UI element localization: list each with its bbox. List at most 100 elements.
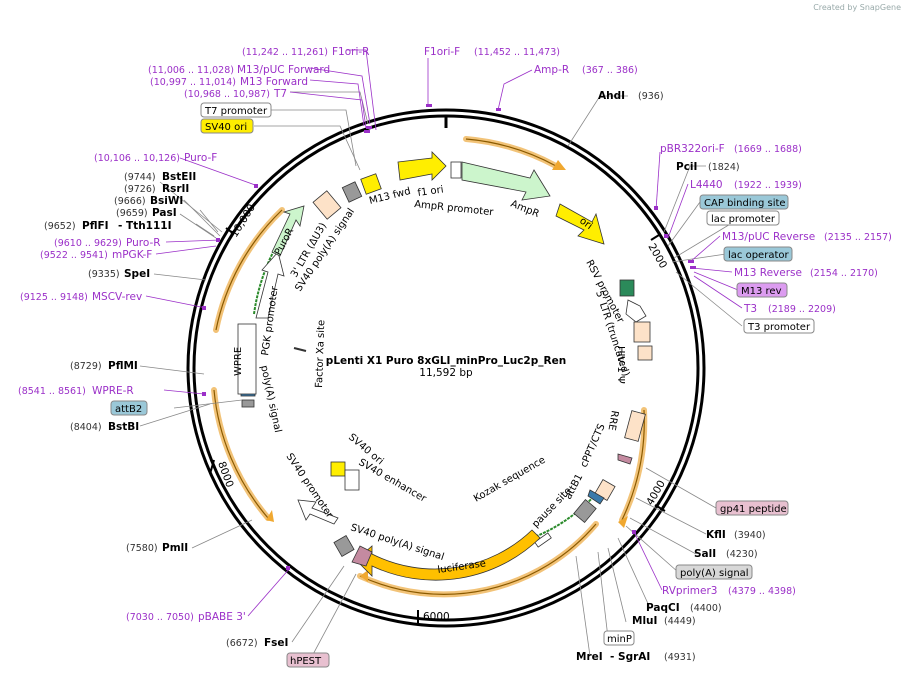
- primer-m13puc-rev: M13/pUC Reverse: [722, 231, 815, 243]
- gp41-peptide-marker: [617, 453, 633, 465]
- rre-box: [624, 410, 646, 442]
- box-minp: [603, 630, 635, 646]
- site-bstbi-pos: (8404): [70, 422, 102, 433]
- box-t3-promoter: [743, 318, 815, 334]
- primer-m13-fwd: M13 Forward: [240, 76, 308, 88]
- primer-marks: [202, 104, 696, 570]
- site-pasi-pos: (9659): [116, 208, 148, 219]
- primer-t7: T7: [273, 88, 287, 100]
- primer-puro-f: Puro-F: [184, 152, 217, 164]
- site-ahdi: AhdI: [598, 90, 625, 102]
- hiv1-psi-box: [637, 345, 653, 361]
- primer-amp-r: Amp-R: [534, 64, 569, 76]
- label-t7-promoter: T7 promoter: [204, 106, 268, 117]
- attb1-box: [573, 499, 597, 523]
- polya-signal-marker: [587, 489, 605, 505]
- ampr-arrow: [461, 161, 551, 201]
- site-pmli: PmlI: [162, 542, 188, 554]
- label-lac-promoter: lac promoter: [711, 214, 776, 225]
- site-pflmi-pos: (8729): [70, 361, 102, 372]
- site-pcii: PciI: [676, 161, 697, 173]
- primer-pbr322ori-f-pos: (1669 .. 1688): [734, 144, 802, 155]
- box-lac-promoter: [706, 210, 780, 226]
- ori-arrow: [555, 203, 605, 245]
- label-attb2: attB2: [115, 404, 142, 415]
- primer-mscv-rev: MSCV-rev: [92, 291, 142, 303]
- site-bsteii-pos: (9744): [124, 172, 156, 183]
- rre-label: RRE: [606, 409, 620, 431]
- primer-t3: T3: [743, 303, 757, 315]
- primer-rvprimer3-pos: (4379 .. 4398): [728, 586, 796, 597]
- primer-pbabe3-pos: (7030 .. 7050): [126, 612, 194, 623]
- site-pmli-pos: (7580): [126, 543, 158, 554]
- kozak-label: Kozak sequence: [472, 455, 547, 505]
- site-sgrai: - SgrAI: [610, 651, 650, 663]
- primer-mscv-rev-pos: (9125 .. 9148): [20, 292, 88, 303]
- sv40-enhancer-box: [344, 469, 360, 491]
- label-polya: poly(A) signal: [680, 568, 749, 579]
- label-t3-promoter: T3 promoter: [747, 322, 811, 333]
- box-t7-promoter: [200, 102, 272, 118]
- site-bsiwi: BsiWI: [150, 195, 183, 207]
- primer-l4440: L4440: [690, 179, 723, 191]
- tick-8000: [209, 459, 215, 475]
- ampr-promoter-label: AmpR promoter: [414, 199, 495, 218]
- site-msei: MreI: [576, 651, 603, 663]
- tick-4000: [654, 504, 666, 512]
- box-lac-operator: [723, 246, 793, 262]
- box-hpest: [286, 652, 330, 668]
- primer-wpre-r-pos: (8541 .. 8561): [18, 386, 86, 397]
- site-kfli-pos: (3940): [734, 530, 766, 541]
- box-m13-rev: [736, 282, 788, 298]
- f1-ori-arrow: [397, 151, 447, 181]
- site-sgrai-pos: (4931): [664, 652, 696, 663]
- factor-xa-label: Factor Xa site: [314, 320, 327, 388]
- ampr-promoter-box: [450, 161, 462, 179]
- ltr3-box: [312, 190, 342, 220]
- hpest-marker: [351, 545, 373, 567]
- primer-t3-pos: (2189 .. 2209): [768, 304, 836, 315]
- puror-arrow: [271, 205, 305, 257]
- lac-elements-block: [619, 279, 635, 297]
- box-attb2: [110, 400, 148, 416]
- pause-site-label: pause site: [530, 485, 574, 530]
- primer-m13puc-fwd: M13/pUC Forward: [237, 64, 330, 76]
- band-arrow-2: [618, 516, 628, 528]
- primer-puro-r-pos: (9610 .. 9629): [54, 238, 122, 249]
- primer-amp-r-pos: (367 .. 386): [582, 65, 638, 76]
- plasmid-length: 11,592 bp: [419, 367, 473, 379]
- box-polya: [675, 564, 753, 580]
- site-fsei: FseI: [264, 637, 288, 649]
- primer-f1ori-f-pos: (11,452 .. 11,473): [474, 47, 560, 58]
- primer-m13puc-fwd-pos: (11,006 .. 11,028): [148, 65, 234, 76]
- band-arrow-4: [360, 570, 368, 582]
- site-spei: SpeI: [124, 268, 150, 280]
- site-sali-pos: (4230): [726, 549, 758, 560]
- f1-ori-label: f1 ori: [417, 184, 444, 199]
- site-bsteii: BstEII: [162, 171, 196, 183]
- label-sv40-ori: SV40 ori: [205, 122, 247, 133]
- pause-site-box: [534, 532, 552, 548]
- site-paqci-pos: (4400): [690, 603, 722, 614]
- plasmid-name: pLenti X1 Puro 8xGLI_minPro_Luc2p_Ren: [326, 355, 566, 367]
- factor-xa-mark: [293, 347, 307, 352]
- site-ahdi-pos: (936): [638, 91, 664, 102]
- site-leader-lines: [139, 91, 743, 661]
- primer-l4440-pos: (1922 .. 1939): [734, 180, 802, 191]
- label-hpest: hPEST: [290, 656, 322, 667]
- sv40-polya-top-box: [341, 181, 363, 203]
- wpre-box: [237, 323, 257, 395]
- site-mlui-pos: (4449): [664, 616, 696, 627]
- sv40-promoter-arrow: [297, 499, 339, 525]
- site-pcii-pos: (1824): [708, 162, 740, 173]
- sv40-ori-ring-box: [360, 173, 382, 195]
- primer-f1ori-r-pos: (11,242 .. 11,261): [242, 47, 328, 58]
- label-minp: minP: [607, 634, 632, 645]
- polya-signal-left-label: poly(A) signal: [258, 364, 283, 433]
- snapgene-credit: Created by SnapGene: [813, 3, 901, 12]
- orange-band-outlines: [213, 138, 645, 595]
- box-gp41: [715, 500, 789, 516]
- attb-bottom-box: [333, 535, 355, 557]
- green-band-right: [531, 493, 597, 539]
